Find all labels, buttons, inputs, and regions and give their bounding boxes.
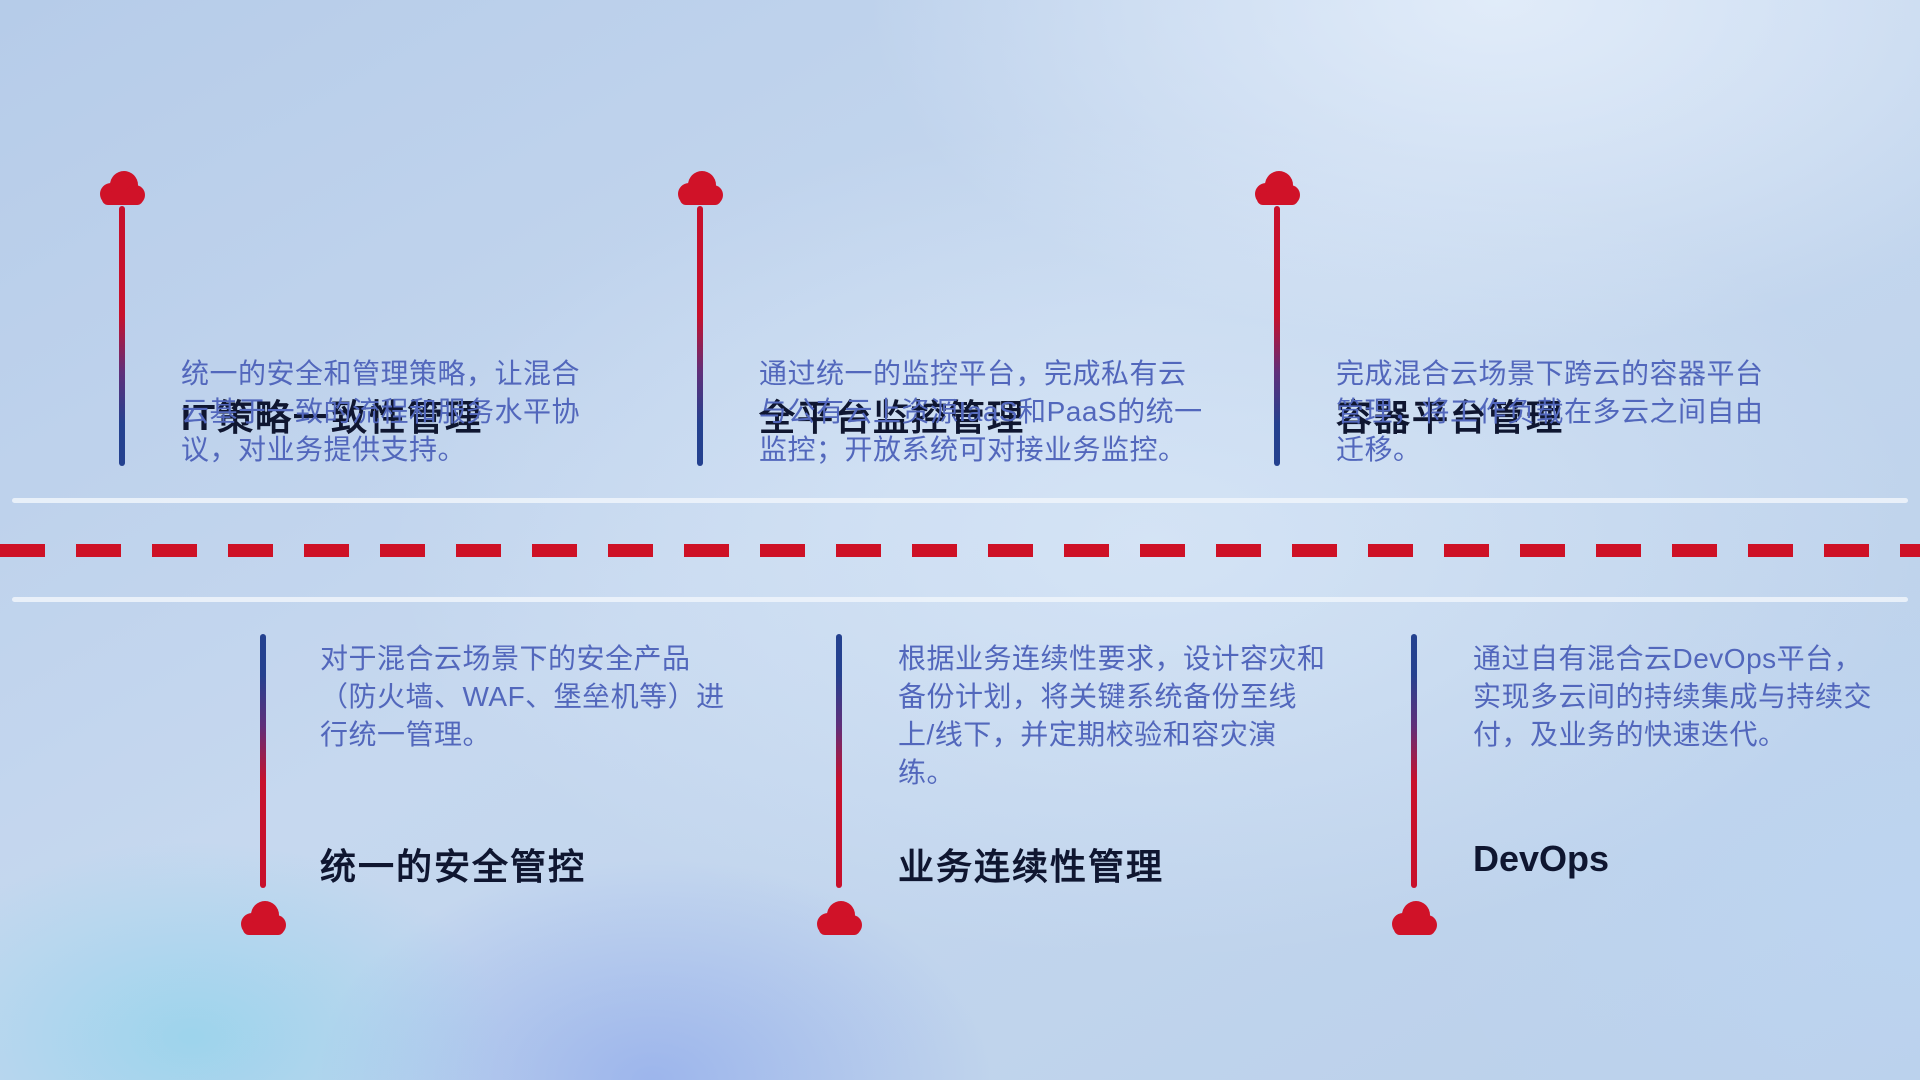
feature-it-policy-consistency: IT策略一致性管理 统一的安全和管理策略，让混合云基于一致的流程和服务水平协议，… xyxy=(94,169,654,479)
feature-title: 容器平台管理 xyxy=(1336,397,1565,438)
road-line-top xyxy=(12,498,1908,503)
feature-title: DevOps xyxy=(1473,838,1610,879)
feature-platform-monitoring: 全平台监控管理 通过统一的监控平台，完成私有云与公有云上资源IaaS和PaaS的… xyxy=(672,169,1232,479)
feature-description: 根据业务连续性要求，设计容灾和备份计划，将关键系统备份至线上/线下，并定期校验和… xyxy=(898,643,1326,788)
feature-description: 通过统一的监控平台，完成私有云与公有云上资源IaaS和PaaS的统一监控；开放系… xyxy=(759,358,1203,465)
cloud-icon xyxy=(811,899,867,937)
timeline-connector xyxy=(836,634,842,888)
road-line-bottom xyxy=(12,597,1908,602)
road-dashed-line xyxy=(0,544,1920,557)
feature-description: 对于混合云场景下的安全产品（防火墙、WAF、堡垒机等）进行统一管理。 xyxy=(320,643,725,750)
feature-devops: 通过自有混合云DevOps平台，实现多云间的持续集成与持续交付，及业务的快速迭代… xyxy=(1386,634,1920,944)
feature-title: IT策略一致性管理 xyxy=(181,397,483,438)
cloud-icon xyxy=(94,169,150,207)
cloud-icon xyxy=(1249,169,1305,207)
feature-unified-security: 对于混合云场景下的安全产品（防火墙、WAF、堡垒机等）进行统一管理。 统一的安全… xyxy=(235,634,795,944)
timeline-connector xyxy=(119,206,125,466)
feature-description: 统一的安全和管理策略，让混合云基于一致的流程和服务水平协议，对业务提供支持。 xyxy=(181,358,581,465)
timeline-connector xyxy=(1274,206,1280,466)
feature-title: 全平台监控管理 xyxy=(759,397,1026,438)
feature-business-continuity: 根据业务连续性要求，设计容灾和备份计划，将关键系统备份至线上/线下，并定期校验和… xyxy=(811,634,1371,944)
cloud-icon xyxy=(235,899,291,937)
feature-title: 业务连续性管理 xyxy=(898,846,1165,887)
feature-title: 统一的安全管控 xyxy=(320,846,587,887)
cloud-icon xyxy=(1386,899,1442,937)
timeline-connector xyxy=(260,634,266,888)
cloud-icon xyxy=(672,169,728,207)
timeline-connector xyxy=(1411,634,1417,888)
feature-description: 完成混合云场景下跨云的容器平台管理，将工作负载在多云之间自由迁移。 xyxy=(1336,358,1764,465)
feature-container-platform: 容器平台管理 完成混合云场景下跨云的容器平台管理，将工作负载在多云之间自由迁移。 xyxy=(1249,169,1809,479)
timeline-connector xyxy=(697,206,703,466)
feature-description: 通过自有混合云DevOps平台，实现多云间的持续集成与持续交付，及业务的快速迭代… xyxy=(1473,643,1873,750)
